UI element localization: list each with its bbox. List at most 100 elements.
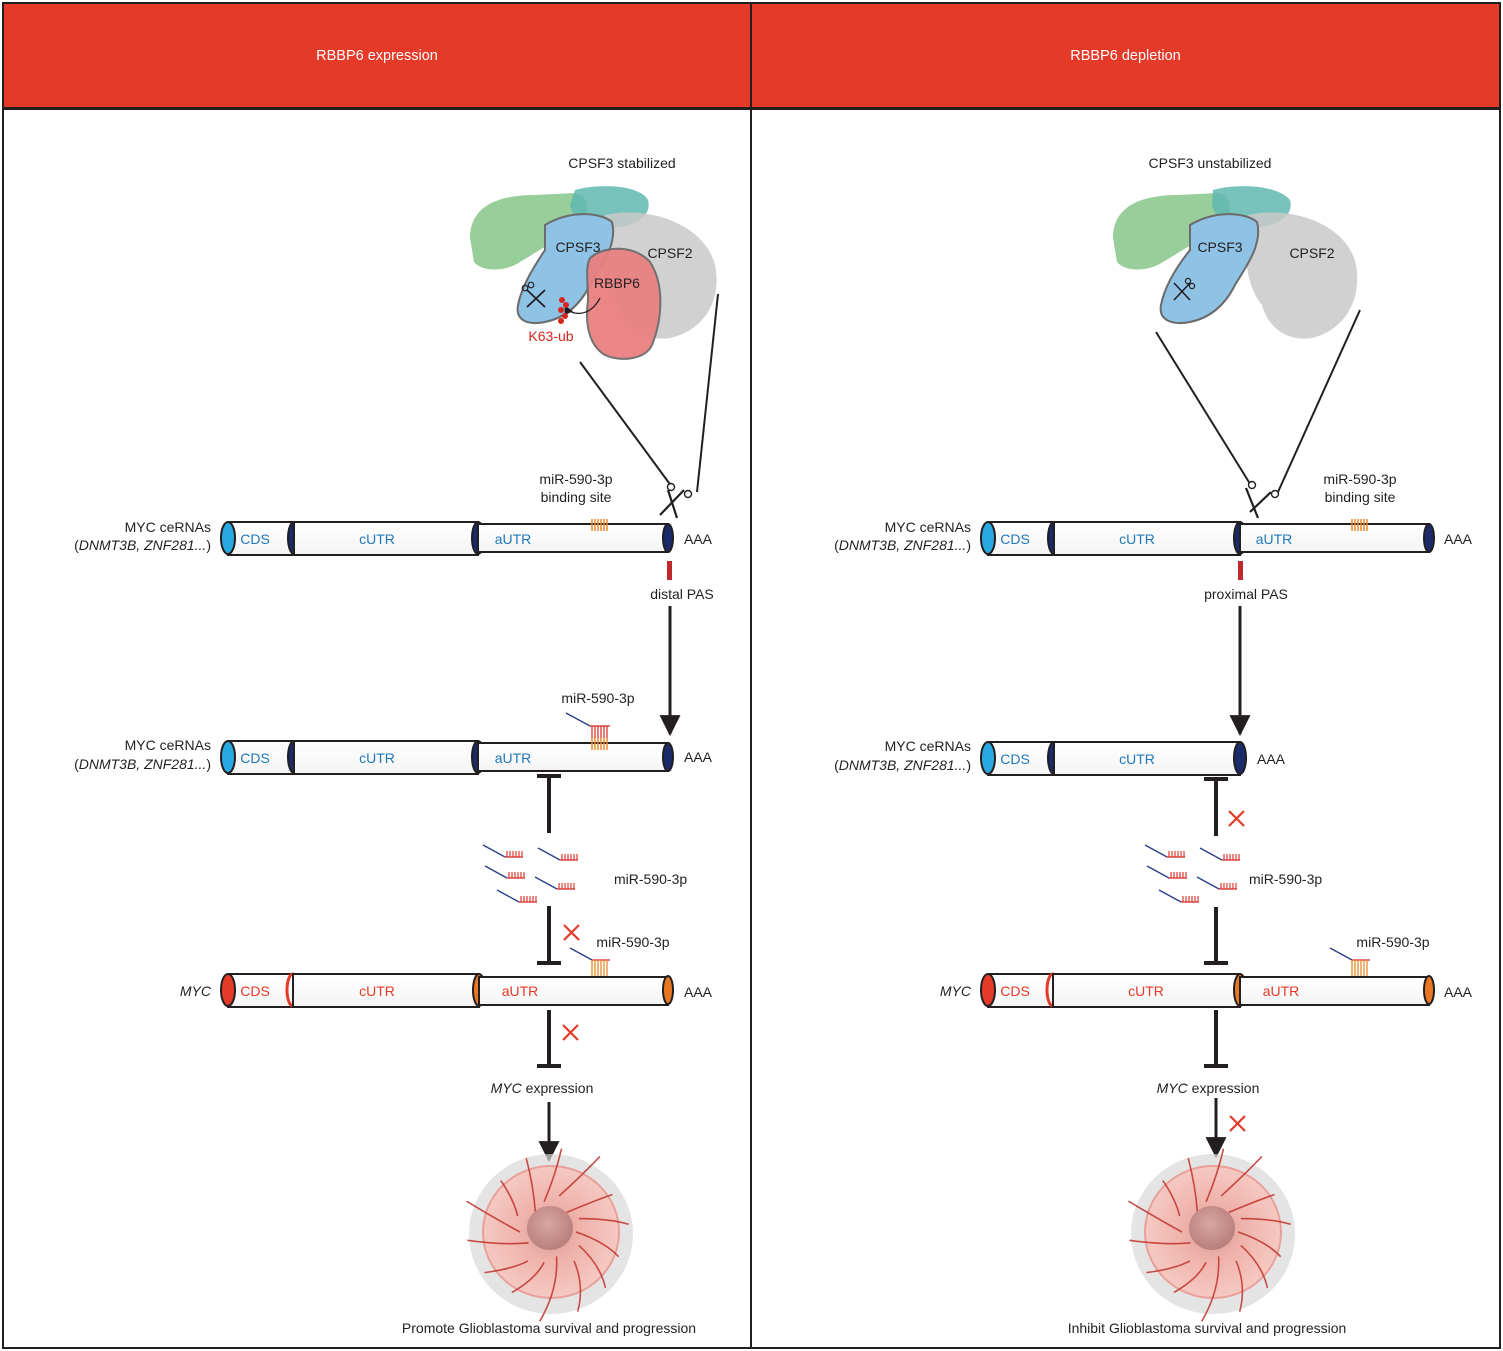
left-ce2-name: MYC ceRNAs <box>125 737 211 753</box>
mirna-molecule <box>534 876 575 890</box>
mirna-molecule <box>482 844 523 858</box>
right-myc-aaa: AAA <box>1444 984 1473 1000</box>
mirna-molecule <box>1196 876 1237 890</box>
blood-vessel <box>573 1260 582 1312</box>
blood-vessel <box>1201 1256 1220 1322</box>
right-cpsf3-label: CPSF3 <box>1197 239 1242 255</box>
left-ce2-genes: DNMT3B, ZNF281... <box>79 756 207 772</box>
right-ce1-cutr: cUTR <box>1119 531 1155 547</box>
left-rbbp6-label: RBBP6 <box>594 275 640 291</box>
left-ce2-cds: CDS <box>240 750 270 766</box>
left-ce2-genes-text: (DNMT3B, ZNF281...) <box>74 756 211 772</box>
left-panel-header: RBBP6 expression <box>2 2 752 109</box>
left-ce2-aaa: AAA <box>684 749 713 765</box>
right-outcome: Inhibit Glioblastoma survival and progre… <box>1068 1320 1347 1336</box>
left-pool-label: miR-590-3p <box>614 871 687 887</box>
left-mirna-pool <box>482 844 578 903</box>
right-ce2-name: MYC ceRNAs <box>885 738 971 754</box>
left-myc-mirna-label: miR-590-3p <box>596 934 669 950</box>
mirna-molecule <box>1158 889 1199 903</box>
right-expr-text: expression <box>1188 1080 1260 1096</box>
blood-vessel <box>1240 1217 1291 1226</box>
blood-vessel <box>500 1179 519 1217</box>
left-myc-mirna <box>569 947 610 980</box>
blood-vessel <box>467 1239 529 1245</box>
right-binding-site-line1: miR-590-3p <box>1323 471 1396 487</box>
left-expression-label: MYC expression <box>491 1080 594 1096</box>
mirna-molecule <box>484 865 525 879</box>
left-cerna-transcript-2: MYC ceRNAs (DNMT3B, ZNF281...) CDS cUTR … <box>74 737 713 775</box>
right-ce2-aaa: AAA <box>1257 751 1286 767</box>
blood-vessel <box>578 1244 607 1289</box>
right-ce1-aaa: AAA <box>1444 531 1473 547</box>
right-tumor-illustration <box>1128 1148 1295 1322</box>
right-expr-italic: MYC <box>1157 1080 1189 1096</box>
right-cleavage-scissors-icon <box>1244 480 1280 519</box>
right-complex-caption: CPSF3 unstabilized <box>1149 155 1272 171</box>
left-cpsf2-label: CPSF2 <box>647 245 692 261</box>
ubiquitination-arrow <box>564 297 601 316</box>
right-ce1-genes-text: (DNMT3B, ZNF281...) <box>834 537 971 553</box>
blood-vessel <box>558 1155 601 1197</box>
left-ce1-cutr: cUTR <box>359 531 395 547</box>
right-outcome-cross-icon <box>1229 1115 1246 1132</box>
right-ce1-genes: DNMT3B, ZNF281... <box>839 537 967 553</box>
right-ce2-genes: DNMT3B, ZNF281... <box>839 757 967 773</box>
right-ce2-cutr: cUTR <box>1119 751 1155 767</box>
left-myc-cutr: cUTR <box>359 983 395 999</box>
left-outcome: Promote Glioblastoma survival and progre… <box>402 1320 696 1336</box>
mirna-molecule <box>537 847 578 861</box>
right-pas-label: proximal PAS <box>1204 586 1288 602</box>
left-binding-site-line2: binding site <box>541 489 612 505</box>
blood-vessel <box>1220 1155 1263 1197</box>
blood-vessel <box>566 1193 613 1214</box>
blood-vessel <box>1237 1231 1282 1258</box>
blood-vessel <box>1173 1261 1207 1294</box>
blood-vessel <box>1162 1179 1181 1217</box>
left-complex-line-b <box>696 293 719 493</box>
right-complex-line-b <box>1277 309 1361 493</box>
right-myc-cutr: cUTR <box>1128 983 1164 999</box>
left-complex-scissors-icon <box>521 281 546 308</box>
blood-vessel <box>1235 1260 1244 1312</box>
right-inhibition-expression <box>1204 1010 1228 1068</box>
right-ce2-cds: CDS <box>1000 751 1030 767</box>
left-myc-transcript: MYC CDS cUTR aUTR AAA <box>180 972 713 1008</box>
right-ce2-genes-text: (DNMT3B, ZNF281...) <box>834 757 971 773</box>
blood-vessel <box>1228 1193 1275 1214</box>
blood-vessel <box>539 1256 558 1322</box>
right-complex: CPSF3 unstabilized CPSF3 CPSF2 <box>1113 155 1361 493</box>
left-complex-caption: CPSF3 stabilized <box>568 155 675 171</box>
right-header-title: RBBP6 depletion <box>1070 47 1181 64</box>
left-cerna-transcript-1: MYC ceRNAs (DNMT3B, ZNF281...) CDS cUTR … <box>74 519 713 556</box>
right-pas-marker <box>1238 561 1243 580</box>
mirna-molecule <box>1146 865 1187 879</box>
blood-vessel <box>1129 1239 1191 1245</box>
right-myc-cds: CDS <box>1000 983 1030 999</box>
blood-vessel <box>484 1260 529 1274</box>
left-myc-aaa: AAA <box>684 984 713 1000</box>
right-panel <box>750 108 1501 1349</box>
cpsf3-subunit <box>516 213 615 324</box>
left-pas-label: distal PAS <box>650 586 714 602</box>
left-header-title: RBBP6 expression <box>316 47 438 64</box>
blood-vessel <box>466 1200 521 1233</box>
green-subunit <box>470 193 587 270</box>
left-ce1-aaa: AAA <box>684 531 713 547</box>
rbbp6-subunit <box>585 247 662 360</box>
right-myc-transcript: MYC CDS cUTR aUTR AAA <box>940 972 1473 1008</box>
left-ce2-autr: aUTR <box>495 750 532 766</box>
left-myc-name: MYC <box>180 983 212 999</box>
left-ce2-cutr: cUTR <box>359 750 395 766</box>
right-inhibition-myc <box>1204 907 1228 965</box>
left-inhibition-expression <box>537 1010 561 1068</box>
right-complex-scissors-icon <box>1173 277 1196 301</box>
left-myc-cds: CDS <box>240 983 270 999</box>
blood-vessel <box>525 1157 537 1213</box>
right-cpsf2-label: CPSF2 <box>1289 245 1334 261</box>
left-complex-line-a <box>579 361 673 488</box>
left-ce1-autr: aUTR <box>495 531 532 547</box>
left-tumor-illustration <box>466 1148 633 1322</box>
left-expr-italic: MYC <box>491 1080 523 1096</box>
blood-vessel <box>543 1148 563 1203</box>
